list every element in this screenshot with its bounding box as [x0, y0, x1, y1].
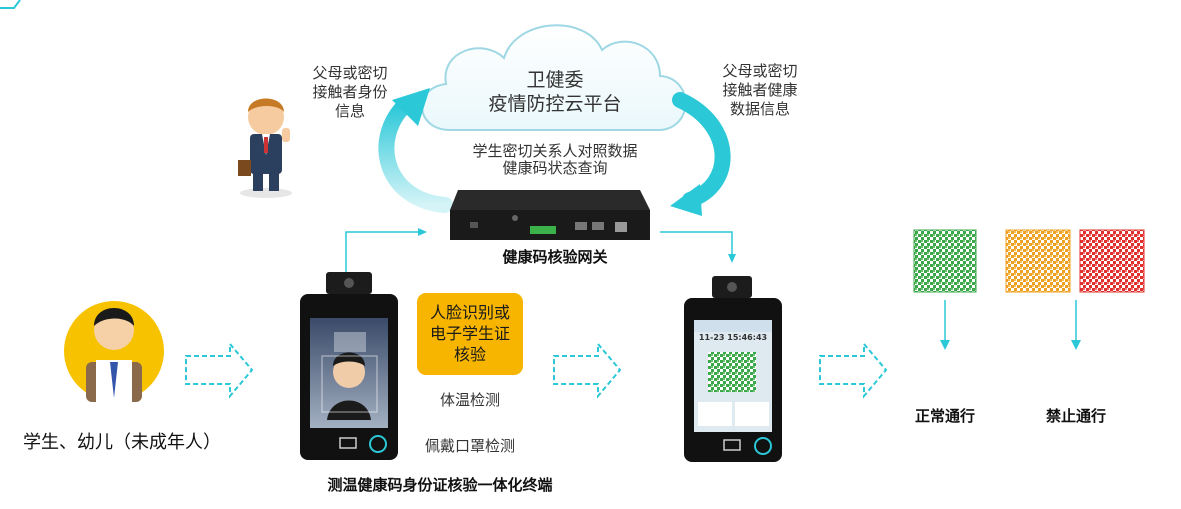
- qr-green: [913, 229, 977, 293]
- arrow-pass: [940, 300, 950, 350]
- arrow-deny: [1071, 300, 1081, 350]
- center-query-label: 学生密切关系人对照数据 健康码状态查询: [450, 143, 660, 177]
- qr-orange: [1005, 229, 1071, 293]
- deny-label: 禁止通行: [1045, 407, 1106, 425]
- cloud-title: 卫健委: [526, 69, 584, 91]
- center-query-line2: 健康码状态查询: [502, 159, 608, 177]
- connector-left: [345, 228, 427, 274]
- temperature-label: 体温检测: [439, 391, 500, 409]
- corner-mark: [0, 0, 21, 9]
- student-label: 学生、幼儿（未成年人）: [23, 432, 221, 453]
- terminal-screen-time: 11-23 15:46:43: [698, 333, 768, 342]
- left-flow-line2: 接触者身份: [312, 83, 388, 101]
- right-flow-line1: 父母或密切: [722, 62, 798, 80]
- face-box-line3: 核验: [453, 345, 486, 364]
- dashed-arrow-1: [185, 341, 254, 399]
- qr-red: [1079, 229, 1145, 293]
- connector-right: [660, 231, 736, 263]
- left-flow-label: 父母或密切 接触者身份 信息: [300, 64, 400, 121]
- cloud-subtitle: 疫情防控云平台: [488, 93, 622, 115]
- face-box-line2: 电子学生证: [429, 324, 510, 343]
- dashed-arrow-3: [819, 341, 888, 399]
- face-box-line1: 人脸识别或: [429, 303, 510, 322]
- parent-figure: [238, 98, 292, 198]
- cloud-shape: [421, 24, 687, 131]
- dashed-arrow-2: [553, 341, 622, 399]
- left-flow-line3: 信息: [334, 102, 365, 120]
- mask-label: 佩戴口罩检测: [424, 437, 515, 455]
- student-avatar: [64, 301, 164, 404]
- right-flow-line2: 接触者健康: [722, 81, 798, 99]
- curved-arrow-up-left: [378, 88, 453, 213]
- left-flow-line1: 父母或密切: [312, 64, 388, 82]
- terminal-left: [300, 272, 398, 460]
- face-recognition-box: 人脸识别或 电子学生证 核验: [417, 293, 523, 375]
- gateway-device: [450, 190, 650, 240]
- center-query-line1: 学生密切关系人对照数据: [472, 142, 638, 160]
- right-flow-line3: 数据信息: [729, 100, 790, 118]
- terminal-right: [684, 276, 782, 462]
- right-flow-label: 父母或密切 接触者健康 数据信息: [710, 62, 810, 119]
- gateway-label: 健康码核验网关: [502, 248, 608, 266]
- cloud-label: 卫健委 疫情防控云平台: [480, 68, 630, 116]
- curved-arrow-down-right: [670, 92, 731, 216]
- terminal-label: 测温健康码身份证核验一体化终端: [327, 476, 553, 494]
- pass-label: 正常通行: [914, 407, 975, 425]
